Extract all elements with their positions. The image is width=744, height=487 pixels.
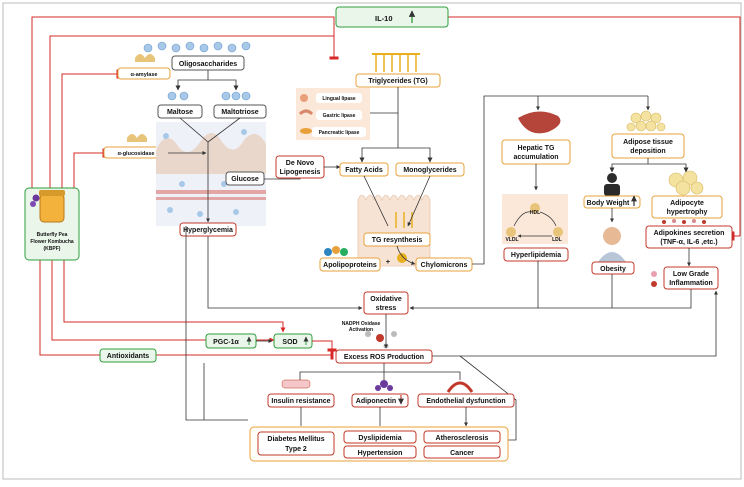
oligosaccharides-label: Oligosaccharides: [179, 61, 237, 68]
inflammation-cells-icon: [651, 271, 657, 287]
endothelial-label: Endothelial dysfunction: [426, 398, 505, 405]
sod-label: SOD: [282, 339, 297, 346]
de-novo-line2: Lipogenesis: [280, 169, 321, 176]
hepatic-line1: Hepatic TG: [518, 145, 556, 152]
inhibition-lines: [31, 16, 741, 360]
glucose-label: Glucose: [231, 176, 259, 183]
obesity-box: [591, 261, 635, 275]
cancer-box: [423, 445, 501, 459]
pancreatic-lipase-label: Pancreatic lipase: [319, 130, 360, 136]
cancer-label: Cancer: [450, 450, 474, 457]
adiponectin-icon: [375, 380, 393, 391]
hypertrophy-cells-icon: [668, 170, 704, 196]
hyperlipidemia-box: [503, 247, 569, 262]
diabetes-line1: Diabetes Mellitus: [267, 436, 324, 443]
atherosclerosis-label: Atherosclerosis: [436, 435, 489, 442]
hypertension-label: Hypertension: [358, 450, 403, 457]
hypertrophy-line2: hypertrophy: [667, 209, 708, 216]
lipase-panel: Lingual lipase Gastric lipase Pancreatic…: [296, 88, 370, 140]
inflammation-line2: Inflammation: [669, 280, 713, 287]
atherosclerosis-box: [423, 430, 501, 444]
kbpf-line2: Flower Kombucha: [30, 239, 74, 245]
cytokine-dots-icon: [662, 219, 706, 224]
obesity-label: Obesity: [600, 266, 626, 273]
lingual-lipase-label: Lingual lipase: [322, 96, 356, 102]
glucosidase-label: α-glucosidase: [117, 151, 154, 157]
hepatic-line2: accumulation: [513, 154, 558, 161]
kbpf-line3: (KBPF): [44, 246, 61, 252]
chylomicrons-box: [415, 257, 473, 272]
glucose-box: [225, 171, 265, 186]
outer-frame: [2, 2, 742, 480]
maltotriose-icon: [221, 91, 251, 101]
oxidative-line1: Oxidative: [370, 296, 402, 303]
maltose-label: Maltose: [167, 109, 193, 116]
body-weight-label: Body Weight: [587, 200, 630, 207]
deposition-line2: deposition: [630, 148, 665, 155]
nadph-line1: NADPH Oxidase: [342, 321, 381, 327]
dyslipidemia-box: [343, 430, 417, 444]
insulin-receptor-icon: [281, 379, 311, 389]
inflammation-line1: Low Grade: [673, 271, 709, 278]
apolipoprotein-icon: [324, 246, 348, 256]
gastric-lipase-label: Gastric lipase: [323, 113, 356, 119]
hyperglycemia-label: Hyperglycemia: [183, 227, 233, 234]
apolipoproteins-label: Apolipoproteins: [323, 262, 377, 269]
blood-vessel-icon: [446, 381, 474, 393]
hypertension-box: [343, 445, 417, 459]
tg-resynthesis-label: TG resynthesis: [372, 237, 423, 244]
adiponectin-label: Adiponectin: [356, 398, 396, 405]
pgc-label: PGC-1α: [213, 339, 239, 346]
monoglycerides-label: Monoglycerides: [403, 167, 456, 174]
oligosaccharide-chain-icon: [143, 41, 251, 53]
triglycerides-label: Triglycerides (TG): [368, 78, 428, 85]
nadph-line2: Activation: [349, 327, 373, 333]
maltose-icon: [167, 91, 189, 101]
kombucha-jar-icon: [30, 190, 65, 223]
antioxidants-label: Antioxidants: [107, 353, 149, 360]
obese-person-icon: [598, 227, 626, 262]
il10-label: IL-10: [375, 14, 393, 23]
amylase-node: α-amylase: [117, 54, 171, 80]
plus-sign: +: [386, 257, 391, 266]
kbpf-line1: Butterfly Pea: [37, 232, 68, 238]
chylomicrons-label: Chylomicrons: [421, 262, 468, 269]
ros-label: Excess ROS Production: [344, 354, 424, 361]
maltotriose-label: Maltotriose: [221, 109, 258, 116]
hdl-label: HDL: [530, 210, 540, 216]
il10-box: IL-10: [335, 6, 449, 28]
adipokines-line2: (TNF-α, IL-6 ,etc.): [660, 239, 717, 246]
fatty-acids-label: Fatty Acids: [345, 167, 383, 174]
hyperlipidemia-label: Hyperlipidemia: [511, 252, 561, 259]
diabetes-box: [257, 431, 335, 456]
liver-icon: [518, 111, 561, 134]
hypertrophy-line1: Adipocyte: [670, 200, 704, 207]
person-silhouette-icon: [604, 173, 620, 196]
insulin-label: Insulin resistance: [271, 398, 330, 405]
antioxidants-box: [99, 348, 157, 363]
triglyceride-molecule-icon: [372, 53, 420, 72]
ros-molecule-icon: [365, 331, 397, 349]
kbpf-node: Butterfly Pea Flower Kombucha (KBPF): [24, 187, 80, 261]
deposition-line1: Adipose tissue: [623, 139, 673, 146]
hypertrophy-box: [651, 195, 723, 219]
enterocyte-icon: [357, 194, 431, 267]
de-novo-line1: De Novo: [286, 160, 314, 167]
chylomicron-icon: [397, 253, 407, 263]
adipokines-line1: Adipokines secretion: [654, 230, 725, 237]
oxidative-line2: stress: [376, 305, 397, 312]
ldl-label: LDL: [552, 237, 562, 243]
vldl-label: VLDL: [505, 237, 518, 243]
diabetes-line2: Type 2: [285, 446, 307, 453]
amylase-label: α-amylase: [131, 72, 158, 78]
glucosidase-node: α-glucosidase: [103, 134, 169, 159]
lipoprotein-cycle: HDL VLDL LDL: [502, 194, 568, 244]
dyslipidemia-label: Dyslipidemia: [358, 435, 401, 442]
apolipoproteins-box: [319, 257, 381, 272]
adipose-cells-icon: [626, 110, 666, 132]
